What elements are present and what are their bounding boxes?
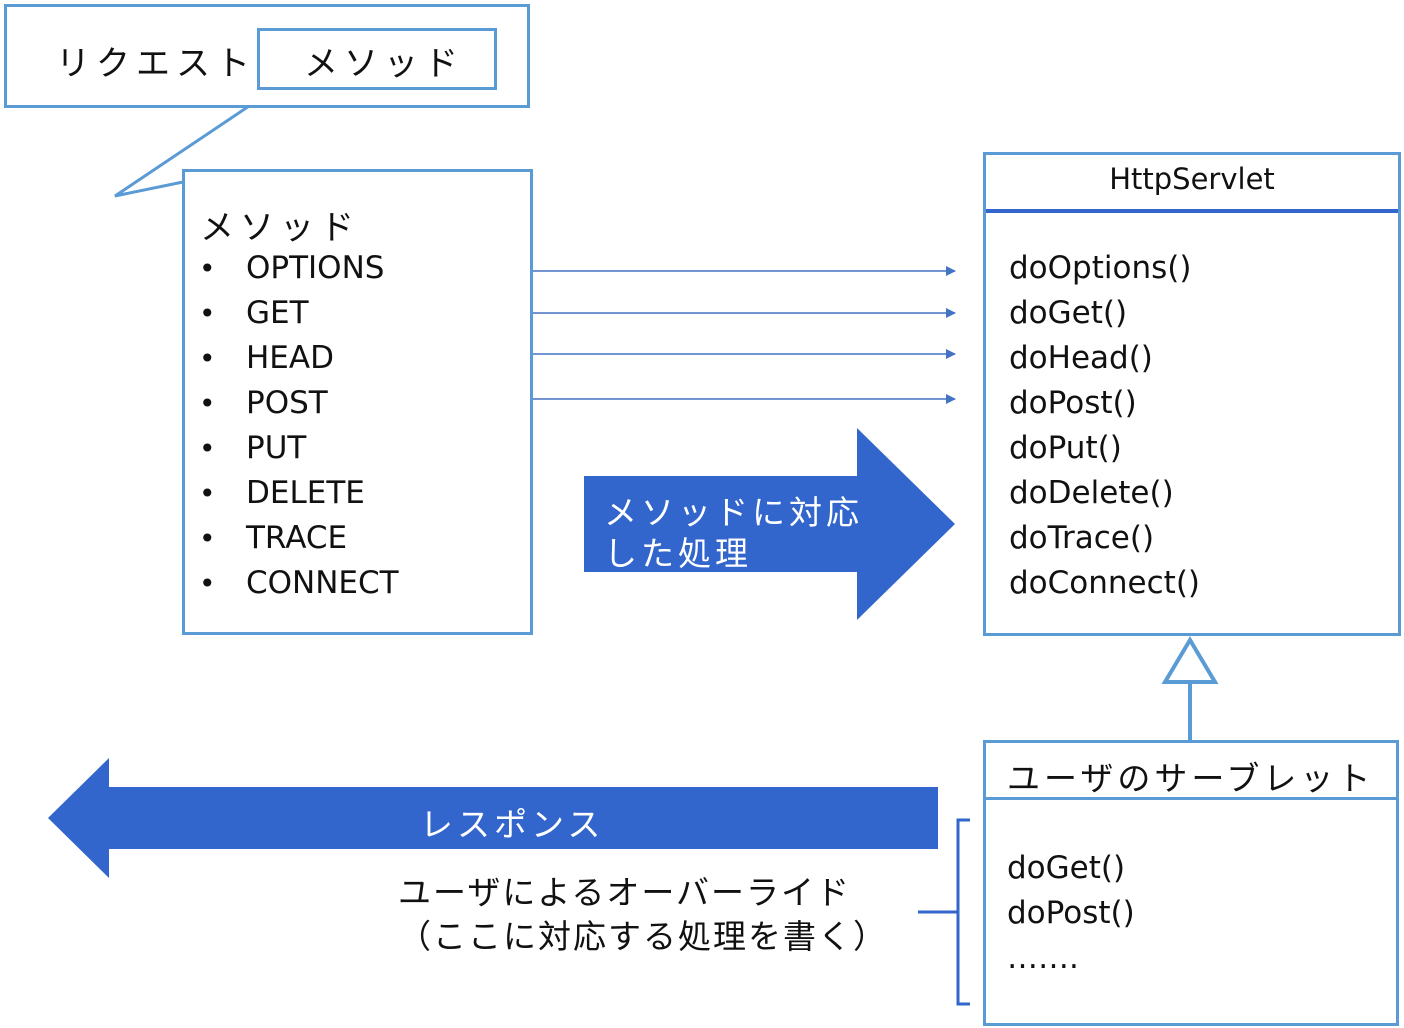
method-list-box: [182, 169, 533, 635]
user-method-ellipsis: …….: [1007, 940, 1079, 976]
servlet-method-dopost: doPost(): [1009, 385, 1137, 421]
method-item-connect: CONNECT: [246, 565, 399, 601]
servlet-method-doget: doGet(): [1009, 295, 1128, 331]
bullet: •: [199, 522, 216, 555]
servlet-method-dodelete: doDelete(): [1009, 475, 1174, 511]
method-item-options: OPTIONS: [246, 250, 385, 286]
bullet: •: [199, 387, 216, 420]
method-item-head: HEAD: [246, 340, 334, 376]
callout-tail: [114, 80, 286, 198]
processing-arrow: [584, 428, 955, 620]
bullet: •: [199, 252, 216, 285]
user-servlet-title: ユーザのサーブレット: [1007, 759, 1375, 798]
bullet: •: [199, 477, 216, 510]
method-item-get: GET: [246, 295, 309, 331]
override-note-line1: ユーザによるオーバーライド: [398, 873, 852, 912]
method-item-put: PUT: [246, 430, 307, 466]
user-servlet-header-divider: [986, 797, 1396, 800]
bullet: •: [199, 297, 216, 330]
bullet: •: [199, 567, 216, 600]
bullet: •: [199, 342, 216, 375]
user-servlet-class-box: [983, 740, 1399, 1026]
request-label: リクエスト: [56, 44, 256, 84]
method-item-delete: DELETE: [246, 475, 365, 511]
response-arrow: [48, 758, 938, 878]
inheritance-triangle: [1161, 636, 1219, 684]
method-item-trace: TRACE: [246, 520, 348, 556]
servlet-method-dotrace: doTrace(): [1009, 520, 1155, 556]
httpservlet-class-box: [983, 152, 1401, 636]
httpservlet-header-divider: [986, 209, 1398, 213]
servlet-method-dooptions: doOptions(): [1009, 250, 1192, 286]
servlet-method-doput: doPut(): [1009, 430, 1122, 466]
override-bracket: [918, 818, 970, 1006]
method-item-post: POST: [246, 385, 328, 421]
user-method-dopost: doPost(): [1007, 895, 1135, 931]
httpservlet-title: HttpServlet: [1109, 162, 1275, 196]
request-method-box: [257, 28, 497, 90]
method-list-title: メソッド: [200, 208, 360, 248]
user-method-doget: doGet(): [1007, 850, 1126, 886]
override-note-line2: （ここに対応する処理を書く）: [398, 917, 888, 956]
servlet-method-doconnect: doConnect(): [1009, 565, 1201, 601]
processing-arrow-line1: メソッドに対応: [604, 493, 863, 532]
request-method-label: メソッド: [304, 44, 464, 84]
servlet-method-dohead: doHead(): [1009, 340, 1153, 376]
bullet: •: [199, 432, 216, 465]
processing-arrow-line2: した処理: [604, 534, 752, 573]
response-label: レスポンス: [420, 805, 605, 844]
